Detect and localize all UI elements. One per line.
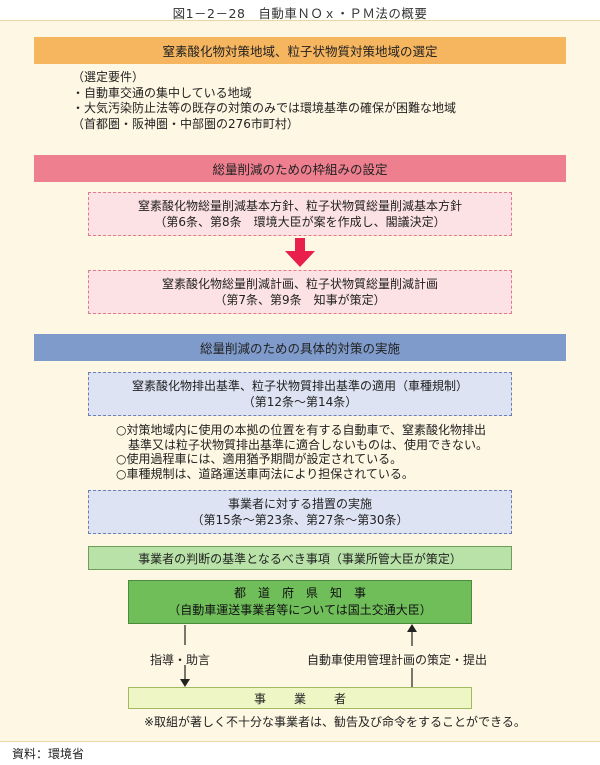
emission-standard-note: （第12条～第14条）: [242, 395, 358, 409]
footnote: ※取組が著しく不十分な事業者は、勧告及び命令をすることができる。: [144, 715, 526, 729]
area-selection-bar: 窒素酸化物対策地域、粒子状物質対策地域の選定: [34, 37, 566, 64]
note-line: ○使用過程車には、適用猶予期間が設定されている。: [116, 452, 403, 466]
reduction-plan-box: 窒素酸化物総量削減計画、粒子状物質総量削減計画 （第7条、第9条 知事が策定）: [88, 270, 512, 314]
basic-policy-box: 窒素酸化物総量削減基本方針、粒子状物質総量削減基本方針 （第6条、第8条 環境大…: [88, 192, 512, 236]
governor-note: （自動車運送事業者等については国土交通大臣）: [168, 603, 432, 617]
figure-title: 図1－2－28 自動車ＮＯｘ・ＰＭ法の概要: [172, 6, 428, 21]
governor-box: 都道府県知事 （自動車運送事業者等については国土交通大臣）: [128, 580, 472, 624]
basic-policy-note: （第6条、第8条 環境大臣が案を作成し、閣議決定）: [154, 215, 446, 229]
framework-bar: 総量削減のための枠組みの設定: [34, 155, 566, 182]
emission-standard-text: 窒素酸化物排出基準、粒子状物質排出基準の適用（車種規制）: [131, 379, 468, 393]
measures-bar: 総量削減のための具体的対策の実施: [34, 334, 566, 361]
basic-policy-text: 窒素酸化物総量削減基本方針、粒子状物質総量削減基本方針: [137, 199, 462, 213]
business-measures-box: 事業者に対する措置の実施 （第15条～第23条、第27条～第30条）: [88, 490, 512, 534]
emission-standard-box: 窒素酸化物排出基準、粒子状物質排出基準の適用（車種規制） （第12条～第14条）: [88, 372, 512, 416]
requirement-line: （首都圏・阪神圏・中部圏の276市町村）: [72, 116, 299, 131]
down-arrow-icon: [285, 238, 315, 267]
note-line: ○対策地域内に使用の本拠の位置を有する自動車で、窒素酸化物排出: [116, 423, 486, 437]
business-operator-box: 事業者: [128, 687, 472, 709]
vehicle-regulation-notes: ○対策地域内に使用の本拠の位置を有する自動車で、窒素酸化物排出 基準又は粒子状物…: [116, 423, 536, 481]
note-line: ○車種規制は、道路運送車両法により担保されている。: [116, 466, 414, 481]
requirement-line: ・大気汚染防止法等の既存の対策のみでは環境基準の確保が困難な地域: [72, 101, 457, 115]
business-measures-text: 事業者に対する措置の実施: [227, 497, 372, 511]
business-measures-note: （第15条～第23条、第27条～第30条）: [191, 513, 409, 527]
reduction-plan-note: （第7条、第9条 知事が策定）: [214, 293, 386, 307]
selection-requirements: （選定要件） ・自動車交通の集中している地域 ・大気汚染防止法等の既存の対策のみ…: [72, 70, 542, 132]
guidance-label: 指導・助言: [150, 653, 211, 667]
requirement-line: （選定要件）: [72, 70, 145, 84]
requirement-line: ・自動車交通の集中している地域: [72, 85, 252, 100]
note-line: 基準又は粒子状物質排出基準に適合しないものは、使用できない。: [116, 437, 489, 452]
reduction-plan-text: 窒素酸化物総量削減計画、粒子状物質総量削減計画: [161, 277, 438, 291]
judgment-criteria-bar: 事業者の判断の基準となるべき事項（事業所管大臣が策定）: [88, 546, 512, 570]
source-credit: 資料：環境省: [12, 747, 85, 761]
governor-label: 都道府県知事: [233, 586, 378, 600]
plan-submission-label: 自動車使用管理計画の策定・提出: [307, 653, 488, 667]
